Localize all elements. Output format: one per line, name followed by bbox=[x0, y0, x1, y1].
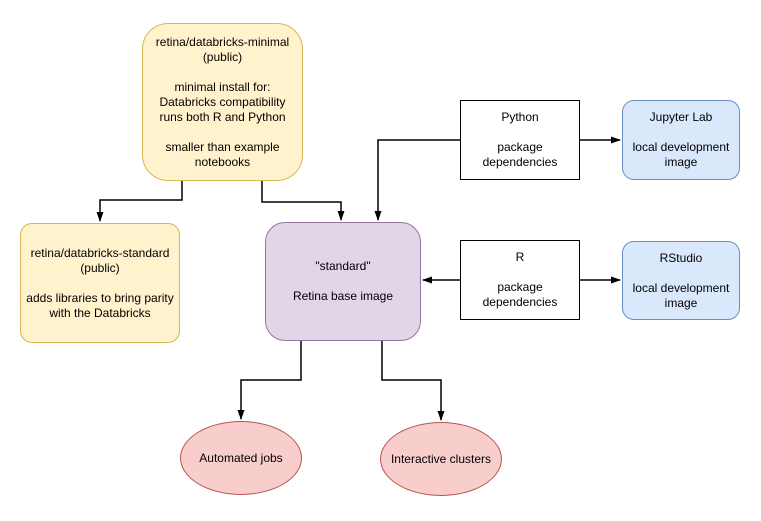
node-databricks-standard: retina/databricks-standard (public) adds… bbox=[20, 223, 180, 343]
node-jupyter-lab-label: Jupyter Lab local development image bbox=[632, 110, 730, 169]
node-python-package-dependencies-label: Python package dependencies bbox=[482, 110, 558, 169]
node-python-package-dependencies: Python package dependencies bbox=[460, 100, 580, 180]
node-interactive-clusters: Interactive clusters bbox=[380, 422, 502, 496]
node-databricks-standard-label: retina/databricks-standard (public) adds… bbox=[26, 245, 174, 320]
node-rstudio: RStudio local development image bbox=[622, 241, 740, 320]
arrow-base-to-automated-jobs bbox=[237, 341, 302, 420]
node-interactive-clusters-label: Interactive clusters bbox=[390, 451, 492, 466]
node-rstudio-label: RStudio local development image bbox=[632, 250, 730, 310]
arrow-base-to-interactive-clusters bbox=[381, 341, 445, 421]
node-r-package-dependencies-label: R package dependencies bbox=[482, 250, 558, 309]
node-automated-jobs: Automated jobs bbox=[180, 421, 302, 495]
arrow-python-deps-to-base bbox=[374, 139, 460, 221]
node-automated-jobs-label: Automated jobs bbox=[199, 450, 283, 465]
node-retina-base-image-label: "standard" Retina base image bbox=[292, 259, 394, 303]
node-databricks-minimal-label: retina/databricks-minimal (public) minim… bbox=[155, 34, 290, 169]
node-retina-base-image: "standard" Retina base image bbox=[265, 222, 421, 341]
node-databricks-minimal: retina/databricks-minimal (public) minim… bbox=[142, 23, 303, 181]
arrow-minimal-to-standard bbox=[96, 181, 183, 222]
node-jupyter-lab: Jupyter Lab local development image bbox=[622, 100, 740, 180]
node-r-package-dependencies: R package dependencies bbox=[460, 240, 580, 320]
arrow-minimal-to-base bbox=[261, 181, 345, 221]
